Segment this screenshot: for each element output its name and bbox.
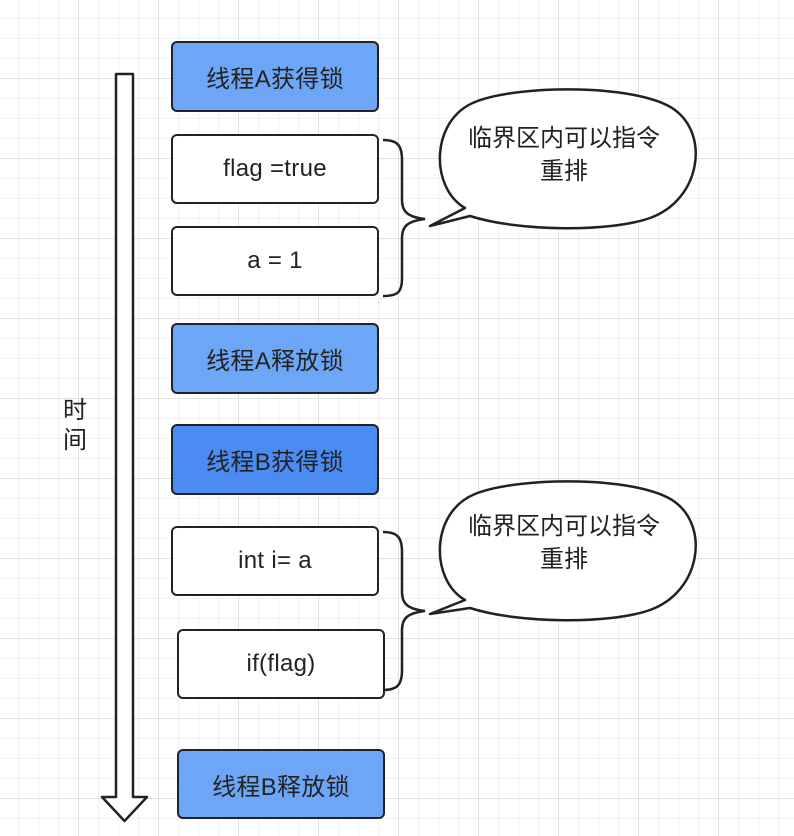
callout-top-text: 临界区内可以指令 重排 <box>444 122 684 188</box>
step-thread-b-release-lock: 线程B释放锁 <box>177 749 385 819</box>
callout-bottom-text: 临界区内可以指令 重排 <box>444 510 684 576</box>
step-thread-b-acquire-lock: 线程B获得锁 <box>171 424 379 495</box>
callout-top-line1: 临界区内可以指令 <box>468 125 660 152</box>
speech-bubble-top <box>428 88 697 230</box>
callout-bottom-line1: 临界区内可以指令 <box>468 513 660 540</box>
time-axis-label: 时 间 <box>60 396 90 456</box>
step-int-i-equals-a: int i= a <box>171 526 379 596</box>
step-thread-a-acquire-lock: 线程A获得锁 <box>171 41 379 112</box>
time-label-char-2: 间 <box>63 427 87 454</box>
callout-bottom-line2: 重排 <box>540 546 588 573</box>
step-flag-true: flag =true <box>171 134 379 204</box>
step-a-equals-1: a = 1 <box>171 226 379 296</box>
speech-bubble-bottom <box>428 480 697 622</box>
time-label-char-1: 时 <box>63 397 87 424</box>
callout-top-line2: 重排 <box>540 158 588 185</box>
step-thread-a-release-lock: 线程A释放锁 <box>171 323 379 394</box>
step-if-flag: if(flag) <box>177 629 385 699</box>
brace-bottom <box>382 530 426 692</box>
brace-top <box>382 138 426 298</box>
time-arrow <box>100 72 149 823</box>
